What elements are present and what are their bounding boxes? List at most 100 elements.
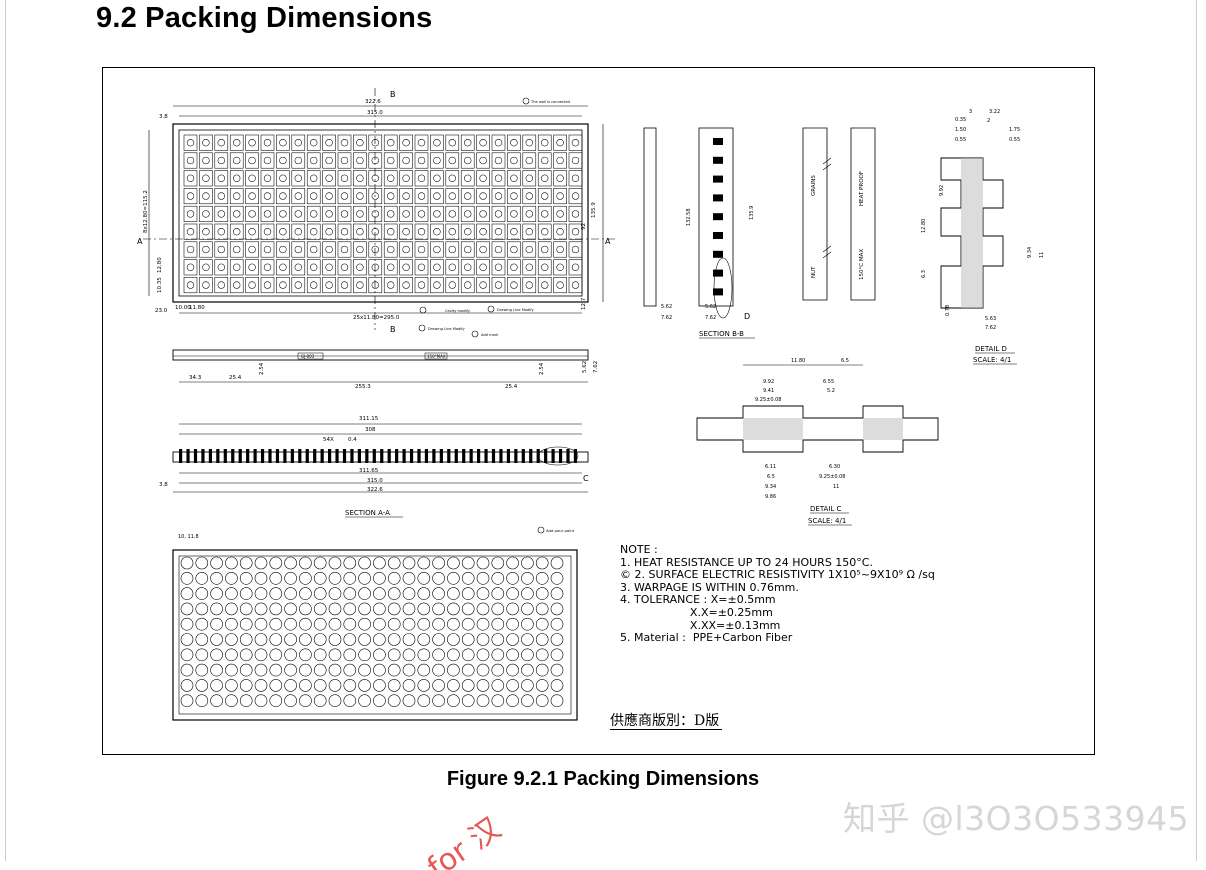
- cell-hole: [494, 192, 503, 200]
- cell-hole: [556, 210, 564, 218]
- cell-hole: [263, 263, 272, 271]
- tray-cell: [507, 152, 521, 169]
- section-tooth: [521, 449, 525, 463]
- cell-hole: [356, 228, 364, 236]
- tray-cell: [537, 223, 552, 240]
- tray-cell: [430, 188, 444, 205]
- bottom-pocket: [195, 679, 209, 692]
- tray-cell: [183, 277, 198, 294]
- tray-cell: [507, 170, 521, 187]
- bottom-pocket: [254, 617, 268, 631]
- tray-cell: [245, 223, 259, 240]
- cell-hole: [479, 245, 487, 254]
- tray-cell: [460, 223, 475, 240]
- bottom-pocket: [535, 556, 549, 570]
- tray-cell: [276, 134, 290, 151]
- section-tooth: [268, 449, 272, 463]
- dim-sec-mid: 308: [365, 427, 376, 433]
- cell-hole: [217, 156, 225, 165]
- bottom-pocket: [506, 694, 519, 708]
- bottom-pocket: [225, 617, 238, 631]
- callout-line: Drawing Line Modify: [497, 308, 534, 312]
- cell-hole: [464, 263, 472, 271]
- cell-hole: [310, 174, 318, 182]
- tray-cell: [183, 134, 198, 151]
- bottom-pocket: [239, 633, 253, 646]
- cell-hole: [340, 228, 349, 236]
- cell-hole: [556, 263, 564, 271]
- bottom-pocket: [299, 587, 312, 600]
- cell-hole: [202, 174, 210, 182]
- bottom-pocket: [432, 602, 445, 616]
- bottom-pocket: [476, 587, 490, 600]
- cell-hole: [356, 245, 364, 254]
- bottom-pocket: [402, 694, 416, 708]
- bottom-pocket: [417, 679, 431, 692]
- tray-cell: [199, 241, 213, 258]
- cell-hole: [525, 210, 533, 218]
- bottom-pocket: [343, 556, 357, 570]
- tray-cell: [291, 223, 306, 240]
- bottom-pocket: [491, 679, 505, 692]
- cell-hole: [356, 156, 364, 165]
- tray-cell: [337, 170, 352, 187]
- cell-hole: [310, 228, 318, 236]
- bottom-pocket: [284, 679, 297, 692]
- tray-cell: [337, 277, 352, 294]
- tray-cell: [245, 205, 259, 222]
- bottom-pocket: [328, 587, 342, 600]
- section-tooth: [238, 449, 242, 463]
- bottom-pocket: [521, 571, 534, 585]
- cell-hole: [279, 228, 287, 236]
- bottom-pocket: [387, 663, 401, 677]
- page-edge-right: [1196, 0, 1197, 861]
- cell-hole: [525, 192, 533, 200]
- bottom-pocket: [402, 617, 416, 631]
- dim-side-a: 34.3: [189, 375, 202, 381]
- cell-hole: [479, 156, 487, 165]
- bottom-pocket: [210, 694, 223, 708]
- tray-cell: [476, 241, 490, 258]
- bottom-pocket: [373, 663, 386, 677]
- tray-cell: [399, 170, 413, 187]
- tray-cell: [183, 170, 198, 187]
- bottom-pocket: [269, 571, 283, 585]
- bottom-pocket: [269, 648, 283, 662]
- cell-hole: [387, 263, 395, 271]
- marker-b-top: B: [390, 90, 396, 99]
- cell-hole: [417, 156, 426, 165]
- section-tooth: [313, 449, 317, 463]
- cell-hole: [263, 281, 272, 289]
- dim-d-762: 7.62: [985, 325, 996, 331]
- cell-hole: [494, 210, 503, 218]
- cell-hole: [202, 139, 210, 147]
- bottom-pocket: [195, 587, 209, 600]
- bottom-pocket: [195, 648, 209, 662]
- tray-cell: [522, 259, 537, 276]
- bottom-pocket: [328, 694, 342, 708]
- section-tooth: [529, 449, 533, 463]
- bottom-pocket: [225, 587, 238, 600]
- cell-hole: [186, 156, 195, 165]
- tray-cell: [568, 223, 583, 240]
- bottom-pocket: [521, 556, 534, 570]
- cell-hole: [186, 210, 195, 218]
- cell-hole: [279, 281, 287, 289]
- bottom-pocket: [299, 663, 312, 677]
- cell-hole: [494, 156, 503, 165]
- bottom-pocket: [447, 587, 460, 600]
- tray-cell: [537, 277, 552, 294]
- detail-c-profile: [696, 405, 939, 453]
- section-tooth: [551, 449, 555, 463]
- tray-cell: [537, 170, 552, 187]
- side-tag-box: [297, 352, 324, 360]
- section-tooth: [544, 449, 548, 463]
- cell-hole: [464, 192, 472, 200]
- tray-cell: [430, 277, 444, 294]
- tray-cell: [214, 241, 229, 258]
- bottom-pocket: [550, 694, 564, 708]
- bottom-pocket: [506, 633, 519, 646]
- cell-hole: [464, 281, 472, 289]
- dim-d-2: 2: [987, 118, 990, 124]
- bottom-pocket: [358, 587, 371, 600]
